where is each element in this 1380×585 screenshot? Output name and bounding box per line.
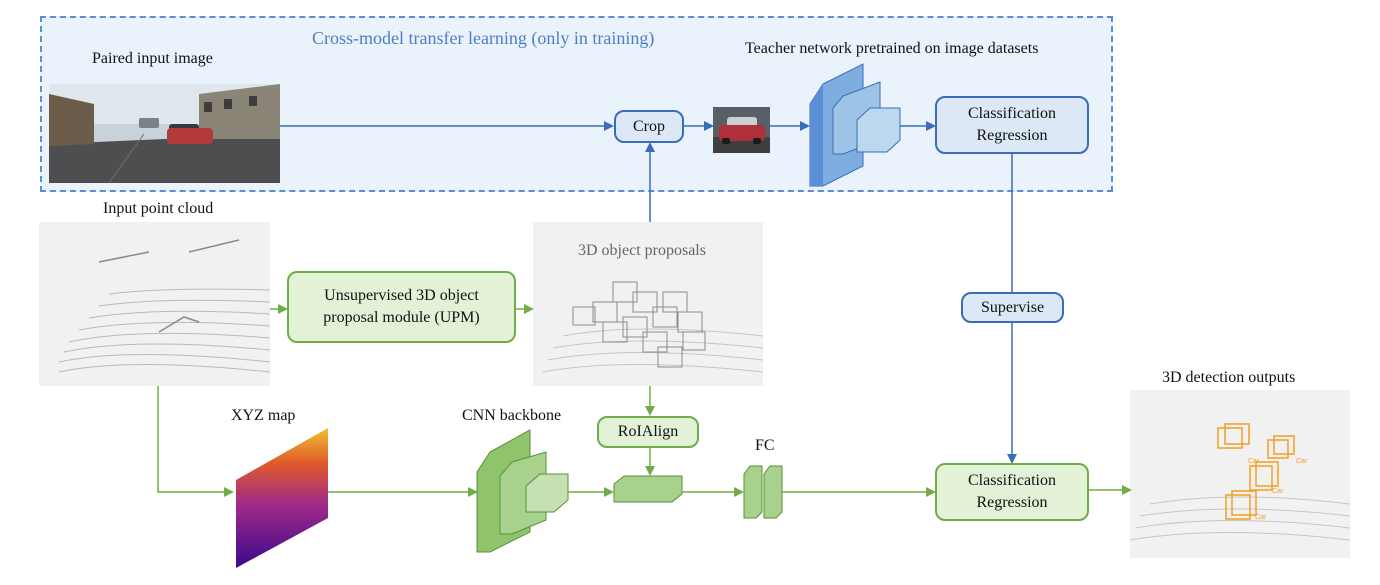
- supervise-label: Supervise: [980, 298, 1045, 316]
- roi-feature-block: [613, 475, 683, 503]
- fc-label: FC: [755, 437, 775, 454]
- crop-box: Crop: [614, 110, 684, 143]
- teacher-network-label: Teacher network pretrained on image data…: [745, 40, 1039, 57]
- fc-blocks: [743, 465, 783, 519]
- street-image: [49, 84, 280, 183]
- roialign-label: RoIAlign: [617, 423, 679, 440]
- teacher-head-line1: Classification: [968, 105, 1056, 122]
- upm-line1: Unsupervised 3D object: [324, 287, 479, 304]
- car-label-4: Car: [1255, 514, 1267, 521]
- paired-input-image-label: Paired input image: [92, 50, 213, 67]
- roialign-box: RoIAlign: [597, 416, 699, 448]
- detection-outputs-label: 3D detection outputs: [1162, 369, 1296, 386]
- cnn-backbone-blocks: [476, 429, 569, 553]
- student-head-line2: Regression: [976, 494, 1048, 511]
- car-label-2: Car: [1296, 458, 1308, 465]
- xyz-map: [236, 428, 328, 568]
- input-point-cloud-label: Input point cloud: [103, 200, 214, 217]
- upm-line2: proposal module (UPM): [323, 309, 480, 326]
- training-region-title: Cross-model transfer learning (only in t…: [312, 28, 655, 48]
- detection-outputs-panel: [1130, 390, 1350, 558]
- student-head-line1: Classification: [968, 472, 1056, 489]
- car-label-3: Car: [1272, 488, 1284, 495]
- car-label-1: Car: [1248, 458, 1260, 465]
- proposals-label: 3D object proposals: [578, 242, 706, 259]
- teacher-head-line2: Regression: [976, 127, 1048, 144]
- cropped-car-image: [713, 107, 770, 153]
- teacher-network-blocks: [809, 63, 901, 187]
- student-head-box: Classification Regression: [935, 463, 1089, 521]
- upm-box: Unsupervised 3D object proposal module (…: [287, 271, 516, 343]
- cnn-backbone-label: CNN backbone: [462, 407, 562, 424]
- crop-label: Crop: [633, 117, 665, 135]
- supervise-box: Supervise: [961, 292, 1064, 323]
- xyz-map-label: XYZ map: [231, 407, 296, 424]
- input-point-cloud-panel: [39, 222, 270, 386]
- proposals-panel: [533, 222, 763, 386]
- teacher-head-box: Classification Regression: [935, 96, 1089, 154]
